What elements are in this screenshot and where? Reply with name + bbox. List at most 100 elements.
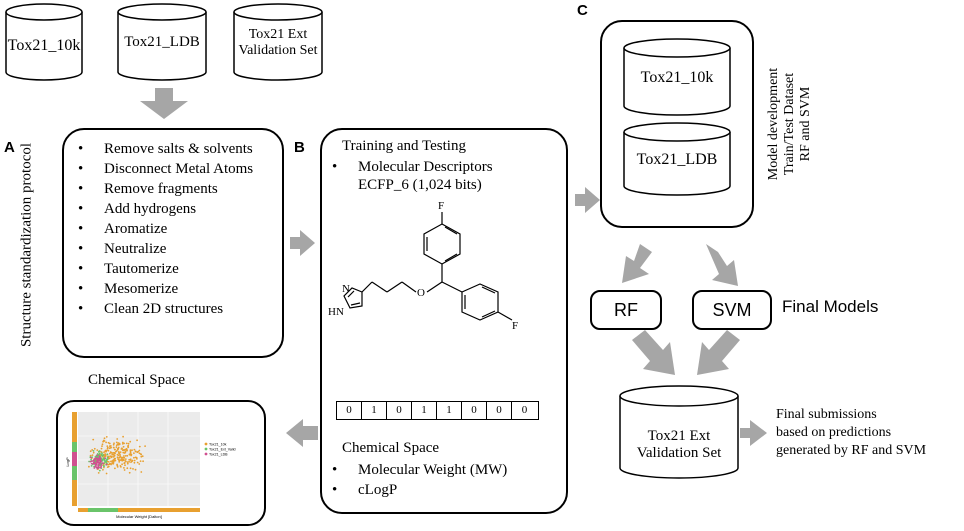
chem-space-item: Molecular Weight (MW) [328, 460, 548, 480]
scatter-point [105, 460, 107, 463]
step-item: Mesomerize [74, 280, 280, 298]
x-marginal-density [78, 508, 200, 512]
final-submission-line: generated by RF and SVM [776, 443, 927, 458]
cylinder-icon [5, 12, 83, 81]
scatter-point [121, 447, 123, 450]
scatter-point [106, 458, 109, 461]
scatter-point [97, 472, 100, 474]
cylinder-top-icon [5, 3, 83, 21]
scatter-point [97, 464, 99, 466]
scatter-point [96, 449, 99, 451]
scatter-point [138, 445, 141, 448]
scatter-point [104, 457, 107, 460]
molecule-structure-icon: F O N HN F [328, 200, 518, 332]
scatter-point [134, 450, 137, 453]
scatter-point [117, 443, 120, 446]
scatter-point [133, 461, 136, 464]
scatter-point [126, 454, 129, 457]
scatter-point [89, 454, 92, 457]
scatter-point [126, 449, 128, 452]
scatter-point [130, 453, 133, 456]
plot-ylabel: LogP [65, 457, 70, 467]
scatter-point [141, 455, 144, 458]
cylinder-icon [623, 48, 731, 116]
training-testing-heading: Training and Testing [342, 138, 466, 154]
scatter-point [112, 453, 115, 456]
scatter-point [110, 446, 112, 449]
scatter-point [133, 452, 135, 454]
scatter-point [106, 448, 109, 450]
atom-label-f-right: F [512, 320, 518, 332]
scatter-point [111, 462, 113, 464]
scatter-point [106, 456, 109, 459]
scatter-point [123, 457, 126, 459]
down-arrow-icon [697, 330, 740, 375]
cylinder-icon [233, 12, 323, 81]
bit-cell: 1 [437, 402, 462, 419]
vertical-title-line: Model development [766, 67, 781, 181]
scatter-point [125, 460, 127, 463]
input-tox21-ext-validation: Tox21 Ext Validation Set [238, 27, 318, 59]
scatter-point [94, 455, 97, 458]
scatter-point [94, 457, 97, 460]
scatter-point [91, 454, 94, 456]
scatter-point [113, 442, 115, 445]
scatter-point [93, 447, 96, 450]
section-c-vertical-title: Model development Train/Test Dataset RF … [766, 68, 814, 180]
bit-cell: 1 [362, 402, 387, 419]
step-item: Neutralize [74, 240, 280, 258]
validation-set-label: Tox21 Ext Validation Set [636, 428, 722, 462]
validation-cylinder [619, 385, 739, 479]
scatter-point [111, 453, 114, 456]
scatter-point [129, 459, 132, 461]
vertical-title-line: RF and SVM [798, 86, 813, 162]
scatter-point [129, 451, 132, 454]
scatter-point [107, 449, 110, 452]
scatter-point [98, 469, 101, 472]
scatter-point [94, 465, 97, 468]
scatter-point [117, 451, 120, 453]
cylinder-icon [623, 132, 731, 196]
scatter-point [121, 441, 124, 444]
scatter-point [116, 466, 119, 468]
input-cylinders [5, 3, 323, 81]
dataset-tox21-10k: Tox21_10k [640, 69, 714, 86]
down-arrow-icon [706, 244, 738, 286]
final-submission-text: Final submissions based on predictions g… [776, 406, 926, 460]
scatter-point [91, 460, 93, 463]
scatter-point [109, 462, 112, 465]
scatter-point [129, 450, 132, 453]
scatter-point [102, 439, 105, 442]
cylinder-top-icon [623, 122, 731, 142]
scatter-point [119, 451, 122, 453]
scatter-point [121, 459, 124, 462]
scatter-point [90, 458, 92, 461]
chemical-space-heading: Chemical Space [342, 440, 440, 456]
fingerprint-bit-vector: 0 1 0 1 1 0 0 0 [336, 401, 539, 420]
scatter-point [112, 446, 115, 449]
plot-legend: Tox21_10k Tox21_Ext_Valid Tox21_LDB [204, 442, 236, 456]
chemical-space-scatter: LogP Molecular Weight [Dalton] Tox21_10k… [65, 412, 236, 519]
chemical-space-title: Chemical Space [88, 372, 186, 388]
scatter-point [133, 448, 136, 451]
scatter-point [100, 447, 103, 450]
bit-cell: 1 [412, 402, 437, 419]
step-item: Disconnect Metal Atoms [74, 160, 280, 178]
scatter-point [127, 444, 130, 447]
scatter-point [123, 455, 125, 457]
scatter-point [121, 458, 124, 461]
down-arrow-icon [622, 244, 652, 283]
scatter-point [101, 458, 103, 461]
scatter-point [142, 460, 144, 463]
scatter-point [115, 444, 118, 447]
scatter-point [115, 446, 118, 448]
scatter-point [139, 460, 142, 462]
scatter-point [105, 441, 107, 444]
cylinder-icon [619, 396, 739, 479]
final-models-caption: Final Models [782, 297, 879, 316]
scatter-point [90, 456, 92, 459]
scatter-point [93, 467, 96, 469]
scatter-point [132, 468, 134, 470]
scatter-point [129, 467, 132, 470]
scatter-point [126, 461, 129, 463]
